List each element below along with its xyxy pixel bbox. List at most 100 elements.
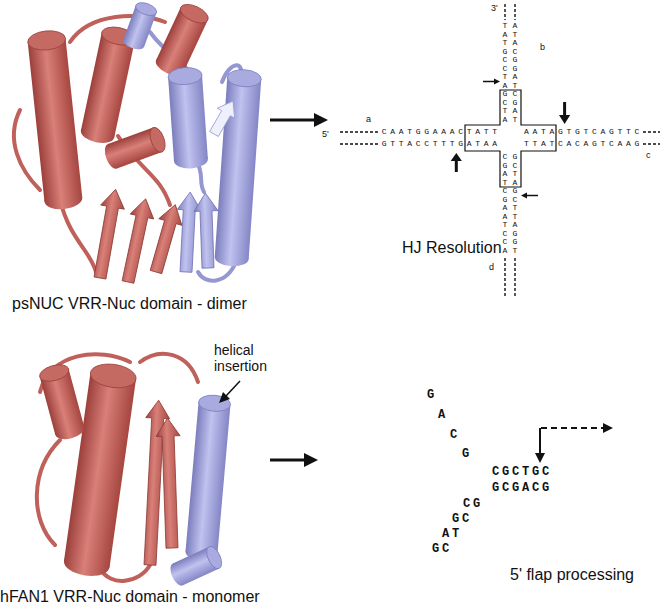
red-helix [53, 420, 86, 442]
arm-letter: d [489, 262, 494, 272]
arrow-line [270, 119, 316, 122]
blue-helix [186, 402, 231, 554]
monomer-loops [37, 354, 198, 581]
red-helix [38, 362, 71, 384]
red-strand [116, 196, 157, 284]
dna-sequence: CGATCGAATCCA [501, 153, 509, 255]
blue-helix [185, 394, 231, 562]
duplex-pair: CG [463, 497, 483, 511]
flap-cut-arrows [535, 423, 613, 463]
cleavage-arrows [559, 115, 570, 124]
flap-base: G [462, 447, 472, 461]
flow-arrow [270, 113, 328, 127]
dimer-panel: psNUC VRR-Nuc domain - dimer [0, 0, 268, 325]
leader-arrow [219, 392, 230, 403]
flap-cut-arrows [535, 453, 545, 463]
blue-helix [214, 69, 262, 268]
junction-dashes [643, 143, 660, 144]
dna-sequence: GCTAGCTTAGGT [511, 153, 519, 255]
flap-base: G [427, 388, 437, 402]
red-strand [116, 196, 157, 284]
blue-helix [168, 66, 209, 169]
arrow-head [314, 113, 328, 127]
blue-helix [204, 544, 225, 571]
cleavage-arrows [483, 81, 495, 83]
red-helix [38, 362, 86, 442]
monomer-panel: hFAN1 VRR-Nuc domain - monomer [0, 335, 268, 616]
dimer-loops [14, 110, 40, 190]
blue-helix [134, 0, 158, 18]
duplex-sequence: CGCTGC [492, 465, 552, 479]
caption-text: psNUC VRR-Nuc domain - dimer [12, 294, 247, 313]
red-strand [88, 187, 127, 280]
red-strand [155, 418, 184, 549]
caption-text: 5' flap processing [510, 565, 634, 584]
junction-dashes [340, 131, 378, 132]
cleavage-arrows [494, 79, 500, 85]
blue-strand [174, 191, 202, 272]
blue-helix [215, 77, 261, 259]
red-helix [43, 188, 83, 211]
junction-dashes [340, 4, 660, 298]
strand-end: 3' [491, 3, 498, 13]
red-helix [81, 33, 135, 138]
arm-letter: b [540, 42, 545, 52]
duplex-pair: GC [432, 542, 452, 556]
dna-sequence: GTTACCTTTGATAA [382, 139, 501, 149]
duplex-sequence: GCGACG [492, 481, 552, 495]
callout-label: helical insertion [214, 342, 298, 374]
cleavage-arrows [563, 102, 566, 116]
dna-sequence: ATACGGATCGAT [511, 22, 519, 124]
red-helix [62, 549, 111, 578]
junction-dashes [504, 258, 505, 298]
cleavage-arrows [526, 195, 538, 197]
duplex-pair: GC [452, 512, 472, 526]
leader-arrow [219, 381, 240, 403]
monomer-loops [140, 354, 198, 382]
blue-helix [214, 248, 249, 267]
red-helix [28, 38, 83, 201]
red-helix [177, 1, 211, 27]
duplex-pair: AT [442, 527, 462, 541]
red-strand [88, 187, 127, 280]
red-helix [102, 142, 123, 171]
arrow-line [270, 459, 306, 462]
arm-letter: c [646, 150, 651, 160]
blue-helix [227, 69, 262, 88]
junction-panel: HJ Resolution [334, 0, 662, 300]
blue-strand [193, 193, 220, 269]
junction-dashes [340, 143, 378, 144]
junction-dashes [514, 4, 515, 20]
dna-sequence: AATAGTGTCAGTTC [524, 127, 643, 137]
pale-strand [205, 96, 241, 139]
arrow-head [304, 453, 318, 467]
junction-box [465, 90, 556, 187]
red-helix [79, 122, 116, 146]
flap-cut-arrows [539, 428, 541, 454]
flap-base: A [438, 408, 448, 422]
blue-helix [168, 66, 203, 85]
caption-text: hFAN1 VRR-Nuc domain - monomer [0, 587, 260, 606]
blue-helix [122, 34, 146, 52]
flap-cut-arrows [603, 423, 613, 433]
cleavage-arrows [451, 79, 571, 199]
blue-helix [167, 561, 188, 588]
red-strand [155, 418, 184, 549]
dimer-loops [60, 200, 96, 272]
junction-dashes [514, 258, 515, 298]
caption-text: HJ Resolution [402, 238, 502, 257]
junction-dashes [643, 131, 660, 132]
dna-sequence: CAATGGAAACTATT [382, 127, 501, 137]
pale-strand [205, 96, 241, 139]
red-helix [27, 29, 67, 52]
blue-helix [167, 544, 224, 588]
red-helix [89, 361, 138, 390]
dimer-loops [14, 16, 241, 281]
flap-base: C [450, 428, 460, 442]
blue-strand [193, 193, 220, 269]
blue-helix [122, 0, 159, 52]
blue-helix [168, 75, 208, 161]
dna-sequence: TTATCACAGTCAAG [524, 139, 643, 149]
junction-dashes [504, 4, 505, 20]
